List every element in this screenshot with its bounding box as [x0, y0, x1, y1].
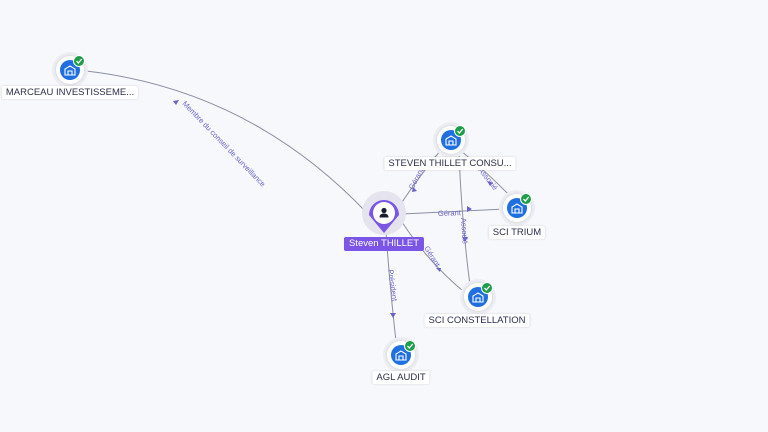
label-steven-consult[interactable]: STEVEN THILLET CONSU...	[384, 157, 516, 170]
edge-label-sci-trium: Gérant	[438, 208, 462, 218]
verified-check-icon	[520, 193, 532, 205]
arrow-marker	[173, 100, 179, 105]
node-agl-audit[interactable]	[383, 337, 419, 373]
node-sci-trium[interactable]	[499, 190, 535, 226]
arrow-marker	[467, 206, 472, 212]
label-sci-constellation[interactable]: SCI CONSTELLATION	[424, 314, 530, 327]
label-marceau[interactable]: MARCEAU INVESTISSEME...	[1, 86, 139, 99]
arrow-marker	[390, 313, 396, 318]
edge-label-marceau: Membre du conseil de surveillance	[181, 99, 268, 188]
node-steven-consult[interactable]	[433, 122, 469, 158]
edge-sci-trium	[401, 208, 506, 215]
label-agl-audit[interactable]: AGL AUDIT	[372, 371, 430, 384]
node-marceau[interactable]	[52, 52, 88, 88]
company-building-icon	[395, 350, 407, 361]
edge-label-sci-constellation: Gérant	[422, 244, 442, 269]
arrow-marker	[412, 187, 417, 192]
label-person[interactable]: Steven THILLET	[343, 237, 425, 251]
person-icon	[379, 207, 389, 218]
company-building-icon	[511, 203, 523, 214]
verified-check-icon	[454, 125, 466, 137]
node-person[interactable]	[362, 191, 406, 235]
company-building-icon	[445, 135, 457, 146]
verified-check-icon	[404, 340, 416, 352]
verified-check-icon	[481, 282, 493, 294]
edge-consult-constellation	[458, 154, 471, 286]
edge-arrows	[173, 100, 493, 318]
company-building-icon	[64, 65, 76, 76]
arrow-marker	[487, 181, 493, 186]
label-sci-trium[interactable]: SCI TRIUM	[488, 226, 546, 239]
node-sci-constellation[interactable]	[460, 279, 496, 315]
edge-marceau	[85, 70, 368, 214]
verified-check-icon	[73, 55, 85, 67]
edge-sci-constellation	[401, 221, 469, 296]
edge-label-consult-constellation: Associé	[459, 218, 470, 245]
arrow-marker	[436, 268, 441, 272]
edge-label-agl-audit: Président	[386, 269, 399, 303]
edges	[85, 70, 513, 351]
company-building-icon	[472, 292, 484, 303]
arrow-marker	[462, 237, 468, 242]
